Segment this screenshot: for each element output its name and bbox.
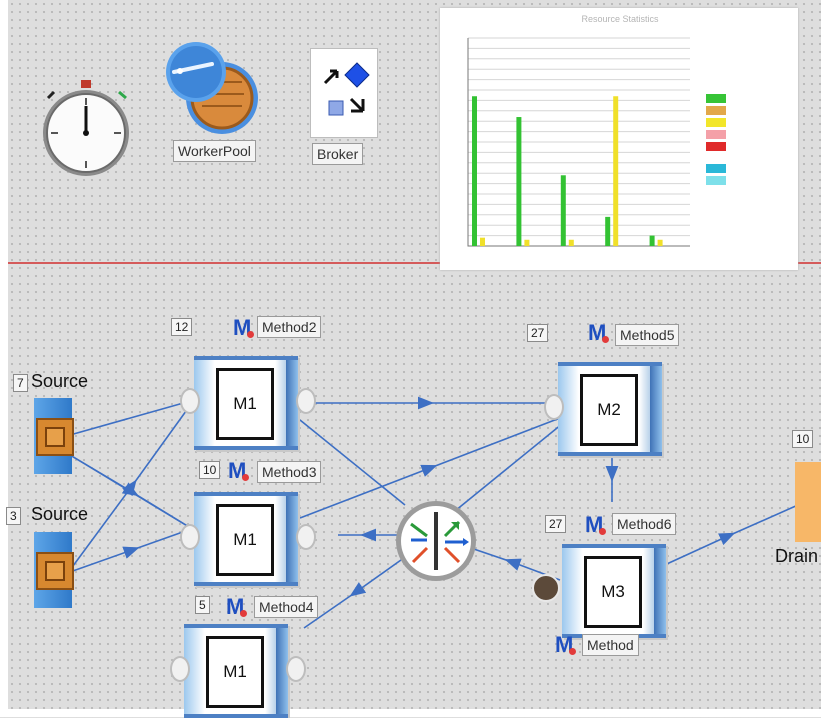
legend-swatch (706, 118, 726, 127)
connector-m3-drain (657, 504, 799, 569)
crate-icon (36, 418, 74, 456)
crate-icon (36, 552, 74, 590)
machine-top-count: 12 (171, 318, 193, 336)
exit-port-icon (296, 388, 316, 414)
chart-bar (657, 239, 663, 246)
chart-bar (472, 96, 477, 247)
source1-count: 7 (13, 374, 28, 392)
drain-block[interactable] (795, 462, 821, 542)
source1-label: Source (31, 371, 89, 391)
broker-button[interactable] (310, 48, 378, 138)
connector-m1mid-m2 (299, 417, 561, 519)
connector-source2-m1mid (69, 527, 195, 573)
entry-port-icon (170, 656, 190, 682)
machine-m1-bottom-core: M1 (206, 636, 264, 708)
chart-bar (480, 237, 485, 246)
method-icon[interactable]: M (588, 320, 610, 345)
drain-count: 10 (792, 430, 814, 448)
failure-icon (532, 574, 560, 602)
machine-m2-count: 27 (527, 324, 549, 342)
chart-bar (605, 216, 611, 246)
machine-m3-core: M3 (584, 556, 642, 628)
chart-bar (613, 96, 619, 247)
statistics-chart: Resource Statistics (467, 14, 726, 247)
legend-swatch (706, 130, 726, 139)
source2-block[interactable] (34, 532, 74, 608)
connector-source2-m1top (69, 399, 195, 571)
drain-label: Drain (775, 546, 819, 566)
machine-side (286, 496, 298, 582)
chart-bar (568, 239, 574, 246)
legend-swatch (706, 106, 726, 115)
method-icon[interactable]: M (233, 315, 255, 340)
machine-m1-top[interactable]: M1 (180, 356, 316, 450)
broker-icon (323, 62, 370, 116)
machine-m3-count: 27 (545, 515, 567, 533)
chart-bar (560, 175, 566, 246)
broker-label: Broker (312, 143, 364, 165)
connector-m1-flow (299, 419, 406, 506)
method-icon[interactable]: M (228, 458, 250, 483)
method-icon[interactable]: M (555, 632, 577, 657)
machine-m1-middle-core: M1 (216, 504, 274, 576)
entry-port-icon (180, 524, 200, 550)
method2-label: Method2 (257, 316, 322, 338)
method6-label: Method6 (612, 513, 677, 535)
method-label: Method (582, 634, 639, 656)
machine-m1-middle[interactable]: M1 (180, 492, 316, 586)
entry-port-icon (544, 394, 564, 420)
machine-mid-count: 10 (199, 461, 221, 479)
machine-side (286, 360, 298, 446)
machine-m3[interactable]: M3 (562, 544, 666, 638)
method3-label: Method3 (257, 461, 322, 483)
source1-block[interactable] (34, 398, 74, 474)
source2-label: Source (31, 504, 89, 524)
method-icon[interactable]: M (585, 512, 607, 537)
machine-m2-core: M2 (580, 374, 638, 446)
machine-side (654, 548, 666, 634)
chart-bar (649, 235, 655, 246)
machine-bottom-count: 5 (195, 596, 210, 614)
connector-source1-m1top (69, 399, 195, 436)
machine-side (650, 366, 662, 452)
method5-label: Method5 (615, 324, 680, 346)
legend-swatch (706, 94, 726, 103)
method4-label: Method4 (254, 596, 319, 618)
statistics-chart-panel[interactable]: Resource Statistics (440, 8, 798, 270)
exit-port-icon (296, 524, 316, 550)
machine-m2[interactable]: M2 (544, 362, 662, 456)
machine-side (276, 628, 288, 714)
legend-swatch (706, 164, 726, 173)
chart-bar (516, 117, 522, 246)
stopwatch-icon[interactable] (36, 78, 136, 180)
worker-pool-label: WorkerPool (173, 140, 256, 162)
window-left-edge (0, 0, 8, 717)
window-bottom-edge (0, 709, 821, 717)
flow-control-icon[interactable] (393, 498, 479, 584)
legend-swatch (706, 176, 726, 185)
legend-swatch (706, 142, 726, 151)
connector-flow-m1bottom (303, 554, 409, 629)
method-icon[interactable]: M (226, 594, 248, 619)
frame-divider (8, 262, 821, 264)
chart-bar (524, 239, 530, 246)
chart-title: Resource Statistics (581, 14, 659, 24)
entry-port-icon (180, 388, 200, 414)
worker-pool-icon[interactable] (160, 42, 264, 138)
machine-m1-top-core: M1 (216, 368, 274, 440)
exit-port-icon (286, 656, 306, 682)
machine-m1-bottom[interactable]: M1 (170, 624, 306, 718)
connector-m2-flow (449, 423, 563, 516)
source2-count: 3 (6, 507, 21, 525)
